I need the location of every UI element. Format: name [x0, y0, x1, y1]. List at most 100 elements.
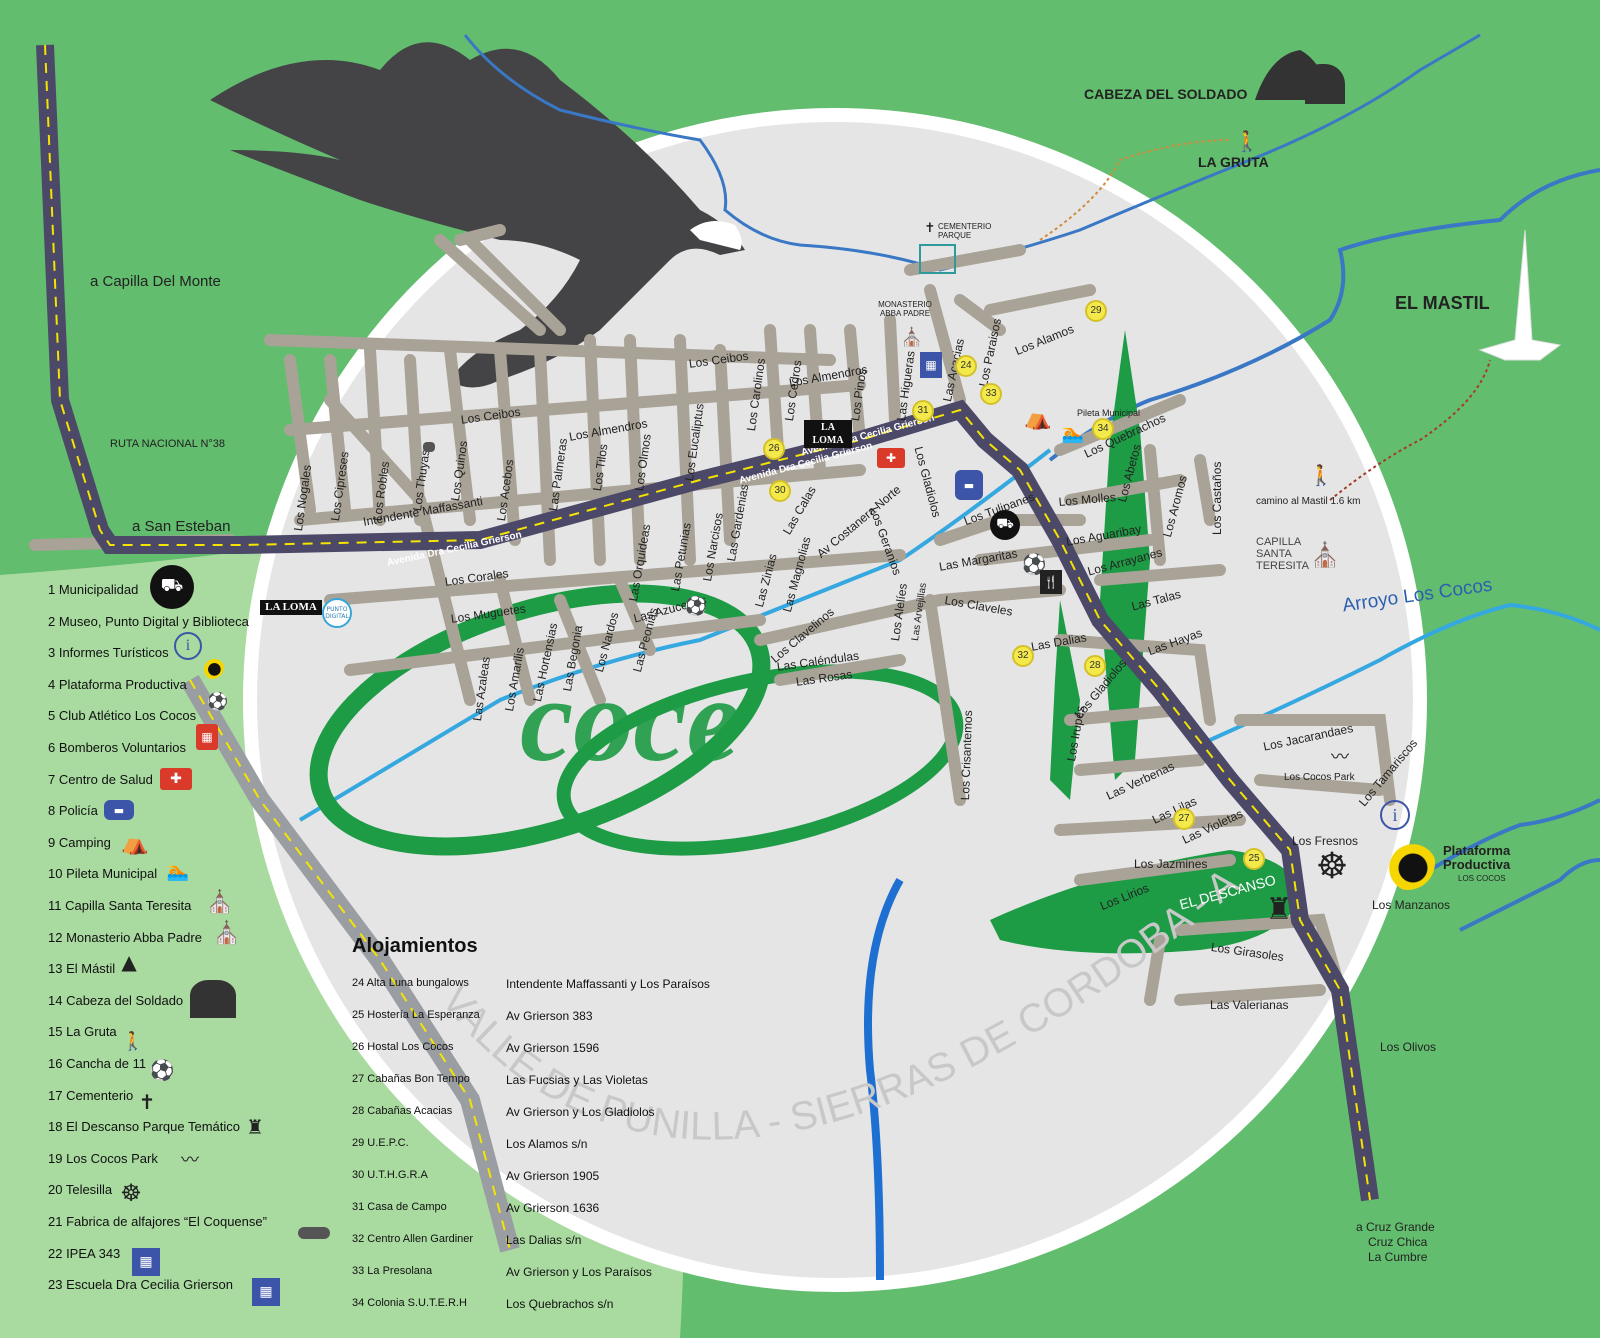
la-loma-logo: LA LOMA: [260, 600, 322, 615]
cross-icon[interactable]: ✝: [924, 220, 936, 236]
alojamiento-address: Las Fucsias y Las Violetas: [506, 1073, 648, 1087]
chapel-icon[interactable]: ⛪: [206, 889, 234, 915]
police-car-icon[interactable]: ▬: [104, 800, 134, 820]
camping-tent-icon[interactable]: ⛺: [1024, 405, 1052, 431]
badge-24[interactable]: 24: [955, 355, 977, 377]
police-car-icon[interactable]: ▬: [955, 470, 983, 500]
punto-digital-text: PUNTO DIGITAL: [325, 606, 349, 620]
badge-27[interactable]: 27: [1173, 808, 1195, 830]
legend-item: 16 Cancha de 11: [48, 1056, 147, 1071]
legend-item: 3 Informes Turísticos: [48, 645, 169, 661]
alojamiento-name: 29 U.E.P.C.: [352, 1137, 409, 1149]
school-building-icon[interactable]: ▦: [132, 1248, 160, 1276]
alojamiento-row: 31 Casa de Campo Av Grierson 1636: [352, 1201, 599, 1215]
alojamientos-title: Alojamientos: [352, 935, 478, 957]
alojamiento-name: 32 Centro Allen Gardiner: [352, 1233, 474, 1245]
badge-32[interactable]: 32: [1012, 645, 1034, 667]
restaurant-icon[interactable]: 🍴: [1040, 570, 1062, 594]
info-icon[interactable]: i: [1380, 800, 1410, 830]
alojamiento-address: Av Grierson 1596: [506, 1041, 600, 1055]
soccer-ball-icon[interactable]: ⚽: [207, 692, 229, 712]
badge-34[interactable]: 34: [1092, 418, 1114, 440]
badge-30[interactable]: 30: [769, 480, 791, 502]
legend-item: 18 El Descanso Parque Temático: [48, 1119, 240, 1135]
legend-item: 19 Los Cocos Park: [48, 1150, 158, 1166]
soccer-ball-icon[interactable]: ⚽: [684, 595, 708, 617]
wheel-icon[interactable]: ☸: [1315, 845, 1349, 887]
statue-icon[interactable]: ♜: [1265, 891, 1293, 927]
label-ruta38: RUTA NACIONAL N°38: [110, 438, 226, 450]
municipalidad-icon[interactable]: ⛟: [990, 510, 1020, 540]
river-north: [463, 33, 1481, 272]
alojamiento-name: 27 Cabañas Bon Tempo: [352, 1073, 470, 1085]
alfajor-icon[interactable]: [298, 1227, 330, 1239]
legend-item: 8 Policía: [48, 803, 98, 819]
soccer-ball-icon[interactable]: ⚽: [149, 1058, 175, 1082]
badge-26[interactable]: 26: [763, 438, 785, 460]
school-building-icon[interactable]: ▦: [920, 352, 942, 378]
legend-item: 6 Bomberos Voluntarios: [48, 740, 187, 755]
street-label: Los Jazmines: [1134, 857, 1208, 871]
monastery-icon[interactable]: ⛪: [213, 920, 241, 946]
alojamiento-row: 27 Cabañas Bon Tempo Las Fucsias y Las Vi…: [352, 1073, 648, 1087]
monastery-icon[interactable]: ⛪: [900, 326, 924, 348]
badge-28[interactable]: 28: [1084, 655, 1106, 677]
alojamiento-address: Los Quebrachos s/n: [506, 1297, 614, 1311]
la-loma-text: LA LOMA: [812, 422, 844, 446]
badge-29[interactable]: 29: [1085, 300, 1107, 322]
la-loma-text: LA LOMA: [265, 601, 317, 613]
river-east: [1048, 168, 1600, 462]
street-label: Los Castaños: [1210, 461, 1224, 535]
camping-tent-icon[interactable]: ⛺: [121, 830, 149, 856]
cemetery-box: [919, 244, 956, 274]
hikers-icon[interactable]: 🚶: [1234, 129, 1260, 153]
chapel-icon[interactable]: ⛪: [1310, 541, 1340, 569]
street-label: Los Fresnos: [1292, 834, 1359, 848]
wheel-icon[interactable]: ☸: [120, 1179, 142, 1207]
municipalidad-icon[interactable]: ⛟: [150, 565, 194, 609]
cabeza-soldado-icon[interactable]: [190, 980, 236, 1018]
fire-station-icon[interactable]: ▦: [196, 724, 218, 750]
cross-icon[interactable]: ✝: [138, 1090, 156, 1114]
info-icon[interactable]: i: [174, 632, 202, 660]
street-label: Las Valerianas: [1210, 998, 1289, 1012]
statue-icon[interactable]: ♜: [246, 1115, 264, 1139]
ambulance-icon[interactable]: ✚: [877, 448, 905, 468]
condor-silhouette: [210, 42, 745, 388]
alojamiento-name: 28 Cabañas Acacias: [352, 1105, 453, 1117]
badge-33[interactable]: 33: [980, 383, 1002, 405]
roller-coaster-icon[interactable]: 〰: [181, 1150, 199, 1171]
badge-25[interactable]: 25: [1243, 848, 1265, 870]
swimmer-icon[interactable]: 🏊: [166, 860, 190, 882]
legend-item: 10 Pileta Municipal: [48, 866, 158, 882]
mastil-icon[interactable]: ▲: [121, 950, 137, 974]
roller-coaster-icon[interactable]: 〰: [1331, 747, 1349, 768]
plataforma-productiva-icon[interactable]: [1380, 835, 1435, 890]
ambulance-icon[interactable]: ✚: [160, 768, 192, 790]
label-el-mastil: EL MASTIL: [1395, 293, 1490, 313]
punto-digital-icon[interactable]: PUNTO DIGITAL: [322, 598, 352, 628]
school-building-icon[interactable]: ▦: [252, 1278, 280, 1306]
alojamiento-name: 31 Casa de Campo: [352, 1201, 447, 1213]
green-loop-2: [556, 664, 964, 856]
hikers-icon[interactable]: 🚶: [121, 1030, 145, 1052]
label-monasterio: MONASTERIO ABBA PADRE: [878, 300, 932, 318]
swimmer-icon[interactable]: 🏊: [1061, 422, 1085, 444]
label-plataforma: Plataforma Productiva: [1443, 843, 1511, 872]
plataforma-productiva-icon[interactable]: [200, 655, 224, 679]
alojamiento-address: Intendente Maffassanti y Los Paraísos: [506, 977, 710, 991]
legend-item: 11 Capilla Santa Teresita: [48, 898, 192, 913]
badge-31[interactable]: 31: [912, 400, 934, 422]
alfajor-icon[interactable]: [423, 442, 435, 452]
hikers-icon[interactable]: 🚶: [1308, 463, 1334, 487]
alojamiento-address: Los Alamos s/n: [506, 1137, 588, 1151]
alojamiento-address: Av Grierson 1636: [506, 1201, 600, 1215]
label-cementerio: CEMENTERIO PARQUE: [938, 222, 992, 240]
arroyo-los-cocos: [298, 448, 1600, 822]
